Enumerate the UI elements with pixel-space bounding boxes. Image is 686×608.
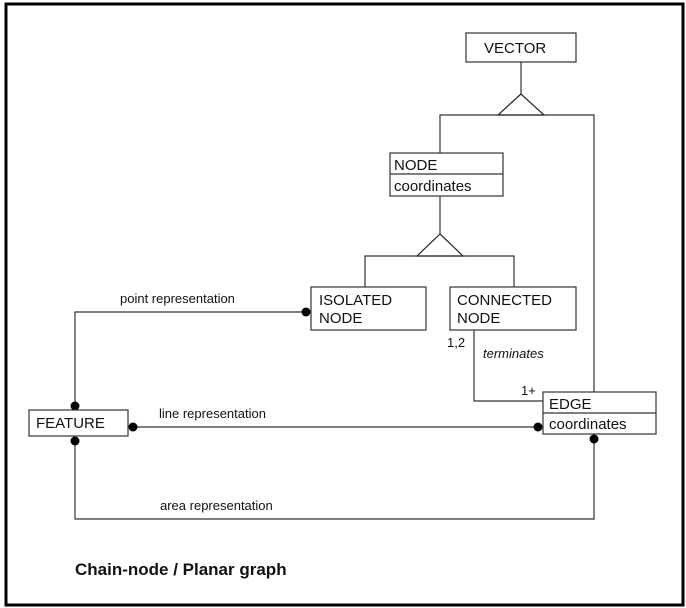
entity-connected-node[interactable]: CONNECTED NODE	[449, 286, 577, 331]
vector-box[interactable]	[465, 32, 577, 63]
entity-vector[interactable]: VECTOR	[465, 32, 577, 63]
node-name: NODE	[394, 157, 437, 174]
area-end-dot	[589, 434, 599, 444]
terminates-relationship: 1,2 terminates 1+	[447, 330, 544, 402]
vector-generalization-triangle	[496, 93, 546, 116]
diagram-caption: Chain-node / Planar graph	[75, 560, 287, 579]
connected-node-box[interactable]	[449, 286, 577, 331]
isolated-node-line2: NODE	[319, 310, 362, 327]
edge-attribute: coordinates	[549, 416, 627, 433]
node-generalization	[364, 196, 515, 287]
terminates-line	[473, 330, 543, 402]
edge-name: EDGE	[549, 396, 592, 413]
point-representation-relationship: point representation	[70, 291, 311, 411]
feature-box[interactable]	[28, 409, 129, 437]
isolated-node-line1: ISOLATED	[319, 292, 392, 309]
node-children-connector	[364, 255, 515, 287]
line-end-dot	[533, 422, 543, 432]
vector-name: VECTOR	[484, 40, 546, 57]
node-attribute: coordinates	[394, 178, 472, 195]
line-start-dot	[128, 422, 138, 432]
entity-isolated-node[interactable]: ISOLATED NODE	[310, 286, 427, 331]
point-representation-line	[74, 311, 306, 407]
area-start-dot	[70, 436, 80, 446]
connected-node-line1: CONNECTED	[457, 292, 552, 309]
entity-node[interactable]: NODE coordinates	[389, 152, 504, 197]
area-representation-line	[74, 439, 595, 520]
isolated-node-box[interactable]	[310, 286, 427, 331]
line-representation-relationship: line representation	[128, 406, 543, 432]
terminates-label: terminates	[483, 346, 544, 361]
point-end-dot	[301, 307, 311, 317]
vector-generalization	[439, 62, 595, 392]
vector-children-connector	[439, 114, 595, 392]
point-representation-label: point representation	[120, 291, 235, 306]
entity-feature[interactable]: FEATURE	[28, 409, 129, 437]
terminates-to-cardinality: 1+	[521, 383, 536, 398]
entity-edge[interactable]: EDGE coordinates	[542, 391, 657, 435]
feature-name: FEATURE	[36, 415, 105, 432]
area-representation-label: area representation	[160, 498, 273, 513]
point-start-dot	[70, 401, 80, 411]
connected-node-line2: NODE	[457, 310, 500, 327]
node-generalization-triangle	[415, 233, 465, 257]
area-representation-relationship: area representation	[70, 434, 599, 520]
terminates-from-cardinality: 1,2	[447, 335, 465, 350]
line-representation-label: line representation	[159, 406, 266, 421]
diagram-frame	[4, 2, 685, 607]
